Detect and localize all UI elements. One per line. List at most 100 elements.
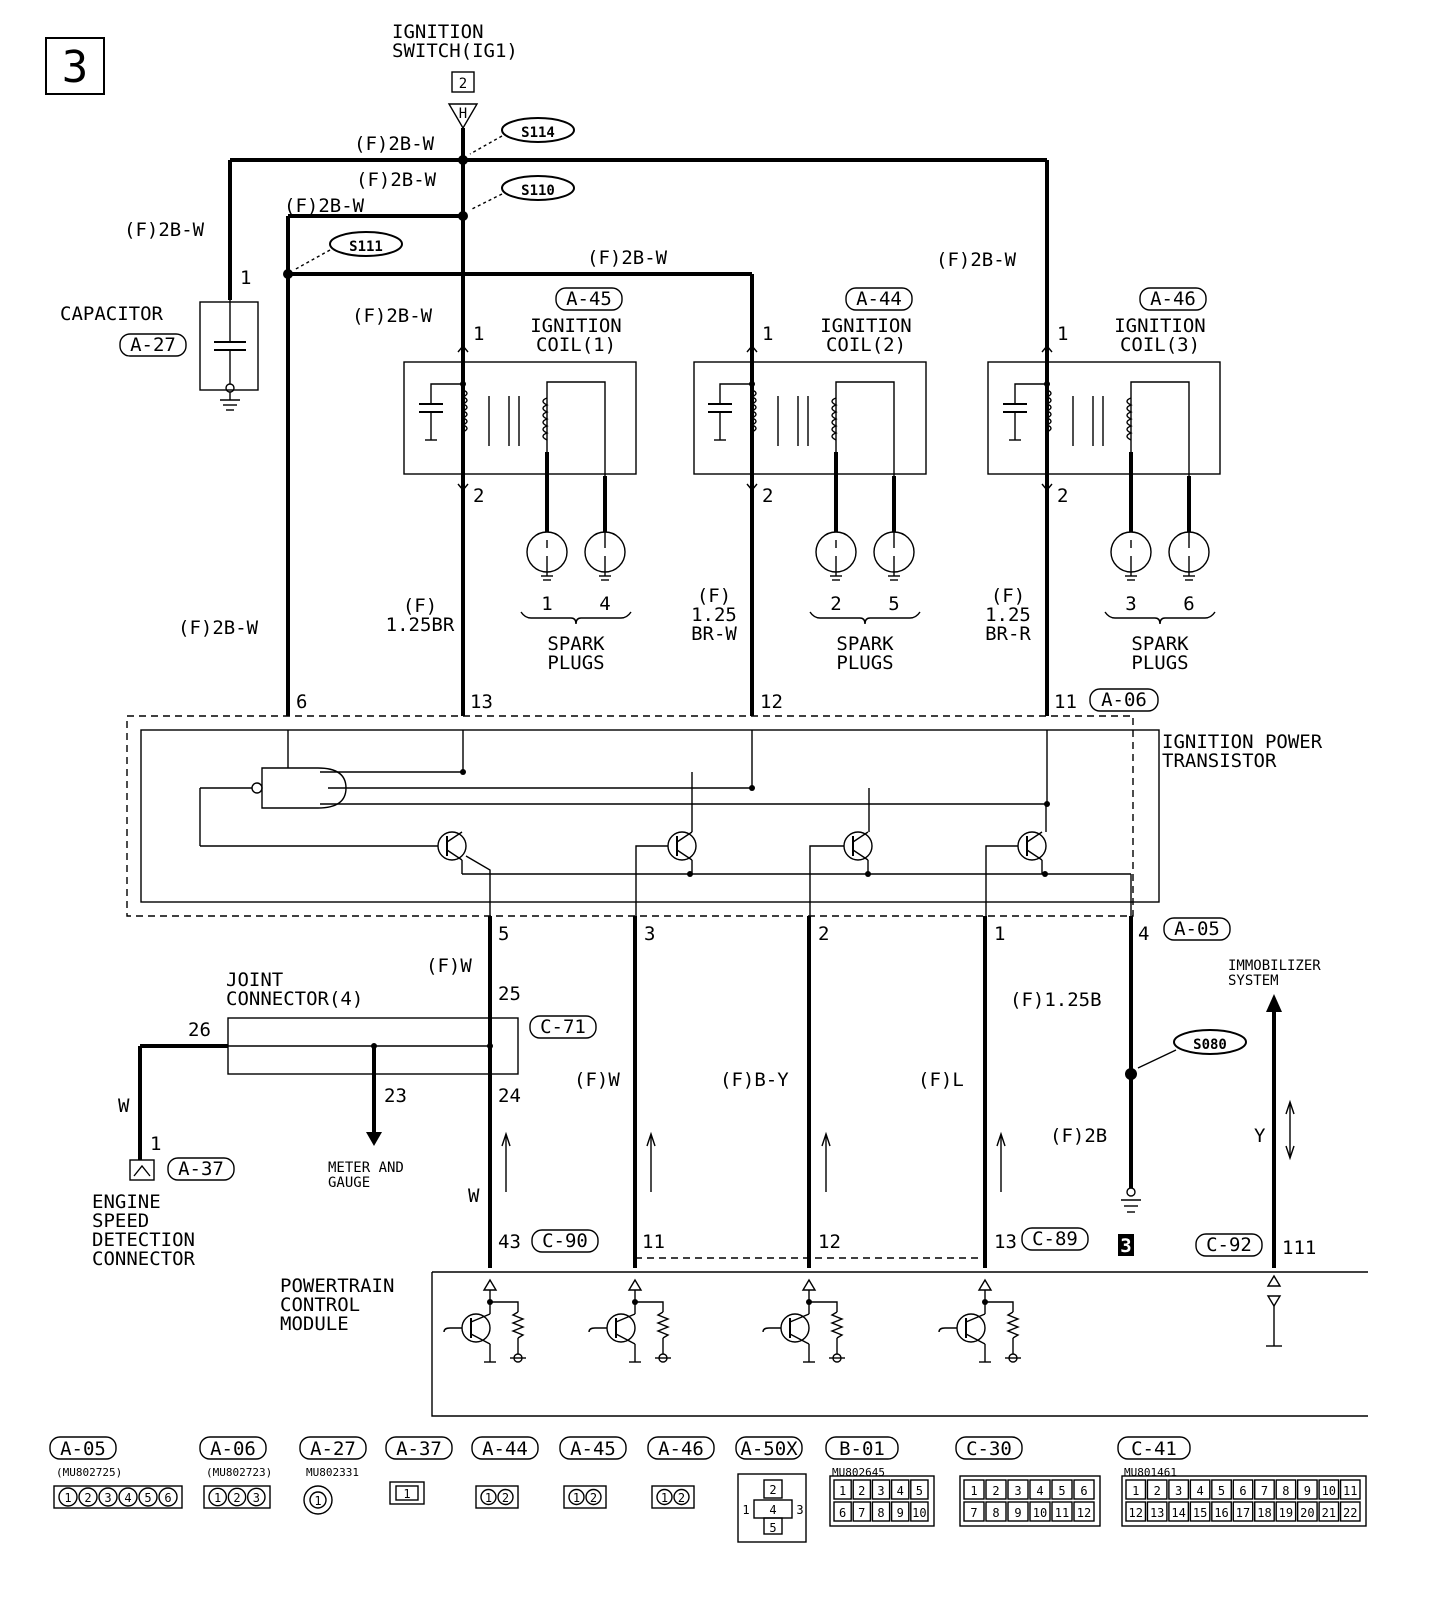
legend-a-37: A-37 1 xyxy=(385,1436,453,1505)
svg-text:13: 13 xyxy=(1150,1506,1164,1520)
coil-pin-out: 2 xyxy=(473,485,484,507)
signal-direction-arrows xyxy=(501,1099,1295,1192)
svg-text:22: 22 xyxy=(1343,1506,1357,1520)
svg-text:1: 1 xyxy=(1132,1484,1139,1498)
svg-text:12: 12 xyxy=(1129,1506,1143,1520)
svg-text:4: 4 xyxy=(1196,1484,1203,1498)
transistor-bottom-pin-4: 4 xyxy=(1138,923,1149,945)
legend-name: A-05 xyxy=(60,1438,106,1460)
transistor-top-pin-12: 12 xyxy=(760,691,783,713)
capacitor-connector: A-27 xyxy=(130,334,176,356)
spark-plug-number: 1 xyxy=(541,593,552,615)
svg-text:S080: S080 xyxy=(1193,1037,1227,1053)
pcm-connector-c92: C-92 xyxy=(1206,1234,1252,1256)
wire-label-pin4: (F)1.25B xyxy=(1010,989,1102,1011)
pcm-driver xyxy=(588,1278,671,1363)
svg-text:8: 8 xyxy=(877,1506,884,1520)
svg-text:2: 2 xyxy=(502,1491,509,1505)
coil-pin-in: 1 xyxy=(473,323,484,345)
svg-text:10: 10 xyxy=(1033,1506,1047,1520)
svg-text:2: 2 xyxy=(769,1483,776,1497)
capacitor-pin: 1 xyxy=(240,267,251,289)
capacitor: CAPACITOR A-27 1 xyxy=(60,267,259,411)
wire-label-coil1-out: (F)1.25BR xyxy=(386,595,455,636)
legend-name: A-50X xyxy=(740,1438,798,1460)
transistor-bottom-pin-5: 5 xyxy=(498,923,509,945)
splice-s080: S080 xyxy=(1137,1029,1247,1069)
svg-text:10: 10 xyxy=(912,1506,926,1520)
svg-text:12: 12 xyxy=(1077,1506,1091,1520)
svg-text:4: 4 xyxy=(897,1484,904,1498)
page-number: 3 xyxy=(62,42,89,93)
svg-text:2: 2 xyxy=(590,1491,597,1505)
transistor-bottom-pin-2: 2 xyxy=(818,923,829,945)
svg-text:15: 15 xyxy=(1193,1506,1207,1520)
wire-label-ground: (F)2B xyxy=(1050,1125,1107,1147)
svg-text:4: 4 xyxy=(1036,1484,1043,1498)
svg-text:18: 18 xyxy=(1257,1506,1271,1520)
svg-text:5: 5 xyxy=(1218,1484,1225,1498)
wire-label-coil3-feed: (F)2B-W xyxy=(936,249,1017,271)
coil-pin-in: 1 xyxy=(1057,323,1068,345)
wire-label-w-pcm: W xyxy=(468,1185,480,1207)
legend-name: A-37 xyxy=(396,1438,442,1460)
pcm-driver xyxy=(938,1278,1021,1363)
engine-speed-connector-id: A-37 xyxy=(178,1158,224,1180)
svg-text:2: 2 xyxy=(233,1491,240,1505)
legend-part: MU802645 xyxy=(832,1466,885,1479)
legend-name: A-45 xyxy=(570,1438,616,1460)
spark-plug-number: 5 xyxy=(888,593,899,615)
svg-text:1: 1 xyxy=(64,1491,71,1505)
svg-text:S110: S110 xyxy=(521,183,555,199)
svg-text:2: 2 xyxy=(1154,1484,1161,1498)
svg-text:1: 1 xyxy=(661,1491,668,1505)
legend-name: A-06 xyxy=(210,1438,256,1460)
svg-text:9: 9 xyxy=(1014,1506,1021,1520)
svg-text:1: 1 xyxy=(839,1484,846,1498)
joint-pin-23: 23 xyxy=(384,1085,407,1107)
svg-text:1: 1 xyxy=(214,1491,221,1505)
svg-text:6: 6 xyxy=(1239,1484,1246,1498)
svg-text:1: 1 xyxy=(403,1487,410,1501)
svg-text:16: 16 xyxy=(1214,1506,1228,1520)
svg-text:7: 7 xyxy=(970,1506,977,1520)
svg-text:1: 1 xyxy=(742,1503,749,1517)
legend-part: (MU802725) xyxy=(56,1466,122,1479)
svg-text:11: 11 xyxy=(1055,1506,1069,1520)
supply-wiring xyxy=(228,128,1049,716)
svg-text:3: 3 xyxy=(877,1484,884,1498)
legend-name: B-01 xyxy=(839,1438,885,1460)
coil-pin-out: 2 xyxy=(762,485,773,507)
wire-label-second: (F)2B-W xyxy=(356,169,437,191)
transistor-top-connector: A-06 xyxy=(1101,689,1147,711)
wire-label-coil2-feed: (F)2B-W xyxy=(587,247,668,269)
transistor-top-pin-11: 11 xyxy=(1054,691,1077,713)
svg-text:6: 6 xyxy=(164,1491,171,1505)
wire-label-pin2: (F)B-Y xyxy=(720,1069,789,1091)
capacitor-label: CAPACITOR xyxy=(60,303,164,325)
wire-label-pin6: (F)2B-W xyxy=(178,617,259,639)
svg-text:S114: S114 xyxy=(521,125,555,141)
wire-label-third: (F)2B-W xyxy=(284,195,365,217)
svg-text:2: 2 xyxy=(84,1491,91,1505)
igniter-transistor xyxy=(437,831,467,874)
